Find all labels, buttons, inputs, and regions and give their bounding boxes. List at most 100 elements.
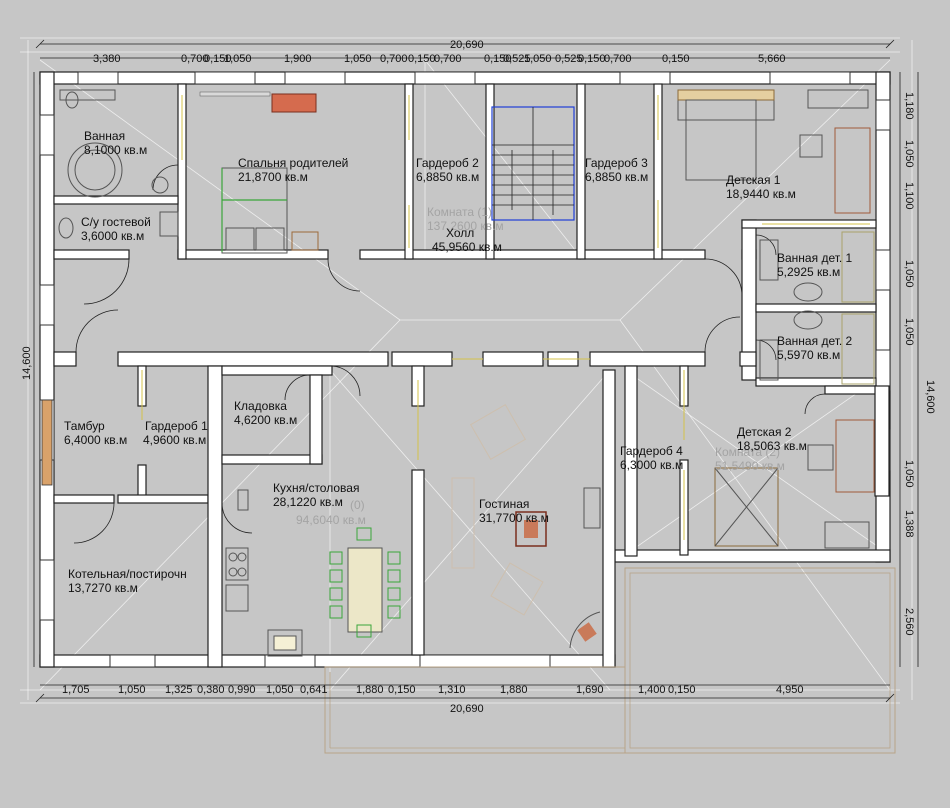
- dim-top-seg: 1,050: [224, 53, 252, 65]
- dim-right-seg: 1,050: [903, 140, 915, 168]
- dim-right-seg: 1,050: [903, 260, 915, 288]
- room-wardrobe-1: Гардероб 1 4,9600 кв.м: [143, 419, 208, 447]
- room-guest-wc: С/у гостевой 3,6000 кв.м: [81, 215, 151, 243]
- room-pantry: Кладовка 4,6200 кв.м: [234, 399, 297, 427]
- room-hall: Холл 45,9560 кв.м: [432, 226, 502, 254]
- dim-bottom-total: 20,690: [450, 703, 484, 715]
- room-name: Гостиная: [479, 497, 529, 511]
- room-area: 6,8850 кв.м: [416, 170, 479, 184]
- room-area: 28,1220 кв.м: [273, 495, 343, 509]
- dim-top-seg: 0,150: [578, 53, 606, 65]
- ghost-room1-name: Комната (1): [427, 205, 492, 219]
- dim-bottom-seg: 1,310: [438, 684, 466, 696]
- dim-bottom-seg: 0,990: [228, 684, 256, 696]
- room-wardrobe-2: Гардероб 2 6,8850 кв.м: [416, 156, 479, 184]
- room-area: 6,4000 кв.м: [64, 433, 127, 447]
- room-name: Гардероб 2: [416, 156, 479, 170]
- dim-right-total: 14,600: [924, 380, 936, 414]
- dim-top-seg: 0,700: [181, 53, 209, 65]
- ghost-labels: Комната (1) 137,2600 кв.м (0) 94,6040 кв…: [296, 205, 785, 527]
- staircase: [491, 106, 575, 221]
- dim-top-seg: 0,150: [204, 53, 232, 65]
- room-area: 18,5063 кв.м: [737, 439, 807, 453]
- room-kids-1: Детская 1 18,9440 кв.м: [726, 173, 796, 201]
- dim-top-seg: 0,525: [555, 53, 583, 65]
- dim-right-seg: 1,180: [903, 92, 915, 120]
- dim-right-seg: 1,050: [903, 318, 915, 346]
- dim-bottom-seg: 4,950: [776, 684, 804, 696]
- dim-top-seg: 0,700: [604, 53, 632, 65]
- dim-top-seg: 1,900: [284, 53, 312, 65]
- dim-bottom-seg: 1,880: [500, 684, 528, 696]
- dim-top-seg: 5,660: [758, 53, 786, 65]
- ghost-room2-area: 51,5490 кв.м: [715, 459, 785, 473]
- room-boiler: Котельная/постирочн 13,7270 кв.м: [68, 567, 187, 595]
- ghost-room1-area: 137,2600 кв.м: [427, 219, 504, 233]
- dim-bottom-seg: 0,150: [668, 684, 696, 696]
- dim-left-total: 14,600: [21, 346, 33, 380]
- room-name: Холл: [446, 226, 474, 240]
- room-name: Гардероб 1: [145, 419, 208, 433]
- dimension-lines: [33, 39, 919, 703]
- dim-bottom-seg: 1,050: [118, 684, 146, 696]
- dim-bottom-seg: 1,325: [165, 684, 193, 696]
- room-area: 4,6200 кв.м: [234, 413, 297, 427]
- room-name: Ванная дет. 1: [777, 251, 853, 265]
- room-name: Гардероб 4: [620, 444, 683, 458]
- room-kitchen: Кухня/столовая 28,1220 кв.м: [273, 481, 359, 509]
- room-area: 31,7700 кв.м: [479, 511, 549, 525]
- dim-top-seg: 0,150: [484, 53, 512, 65]
- dim-bottom-seg: 0,150: [388, 684, 416, 696]
- room-name: Ванная дет. 2: [777, 334, 853, 348]
- room-name: Тамбур: [64, 419, 105, 433]
- room-name: Ванная: [84, 129, 125, 143]
- room-wardrobe-4: Гардероб 4 6,3000 кв.м: [620, 444, 683, 472]
- room-name: Кладовка: [234, 399, 287, 413]
- room-name: С/у гостевой: [81, 215, 151, 229]
- room-name: Спальня родителей: [238, 156, 348, 170]
- dim-top-total: 20,690: [450, 39, 484, 51]
- dim-right-seg: 1,100: [903, 182, 915, 210]
- room-area: 6,8850 кв.м: [585, 170, 648, 184]
- room-area: 18,9440 кв.м: [726, 187, 796, 201]
- dim-bottom-seg: 1,400: [638, 684, 666, 696]
- dim-top-seg: 1,050: [524, 53, 552, 65]
- dim-bottom-seg: 1,050: [266, 684, 294, 696]
- room-labels: Ванная 8,1000 кв.м Спальня родителей 21,…: [64, 129, 853, 595]
- room-name: Котельная/постирочн: [68, 567, 187, 581]
- room-name: Гардероб 3: [585, 156, 648, 170]
- room-area: 3,6000 кв.м: [81, 229, 144, 243]
- dim-right-seg: 1,388: [903, 510, 915, 538]
- room-area: 6,3000 кв.м: [620, 458, 683, 472]
- dim-bottom-seg: 1,690: [576, 684, 604, 696]
- dimension-labels: 20,690 20,690 14,600 14,600 3,380 0,700 …: [21, 39, 936, 715]
- room-area: 13,7270 кв.м: [68, 581, 138, 595]
- room-kids-2: Детская 2 18,5063 кв.м: [737, 425, 807, 453]
- room-kids-bath-2: Ванная дет. 2 5,5970 кв.м: [777, 334, 853, 362]
- dim-top-seg: 0,150: [408, 53, 436, 65]
- interior-walls: [53, 83, 890, 668]
- dim-bottom-seg: 1,705: [62, 684, 90, 696]
- room-wardrobe-3: Гардероб 3 6,8850 кв.м: [585, 156, 648, 184]
- furniture: [58, 89, 875, 657]
- dim-right-seg: 1,050: [903, 460, 915, 488]
- dim-top-seg: 0,700: [434, 53, 462, 65]
- room-area: 21,8700 кв.м: [238, 170, 308, 184]
- room-bedroom: Спальня родителей 21,8700 кв.м: [238, 156, 348, 184]
- room-area: 5,5970 кв.м: [777, 348, 840, 362]
- dim-bottom-seg: 0,641: [300, 684, 328, 696]
- room-vestibule: Тамбур 6,4000 кв.м: [64, 419, 127, 447]
- dim-top-seg: 0,525: [503, 53, 531, 65]
- dim-top-seg: 0,150: [662, 53, 690, 65]
- room-area: 4,9600 кв.м: [143, 433, 206, 447]
- dim-bottom-seg: 0,380: [197, 684, 225, 696]
- room-bath: Ванная 8,1000 кв.м: [84, 129, 147, 157]
- dim-top-seg: 1,050: [344, 53, 372, 65]
- room-name: Детская 1: [726, 173, 781, 187]
- room-area: 8,1000 кв.м: [84, 143, 147, 157]
- room-name: Кухня/столовая: [273, 481, 359, 495]
- dim-top-seg: 0,700: [380, 53, 408, 65]
- doors: [41, 95, 870, 544]
- ghost-room0-area: 94,6040 кв.м: [296, 513, 366, 527]
